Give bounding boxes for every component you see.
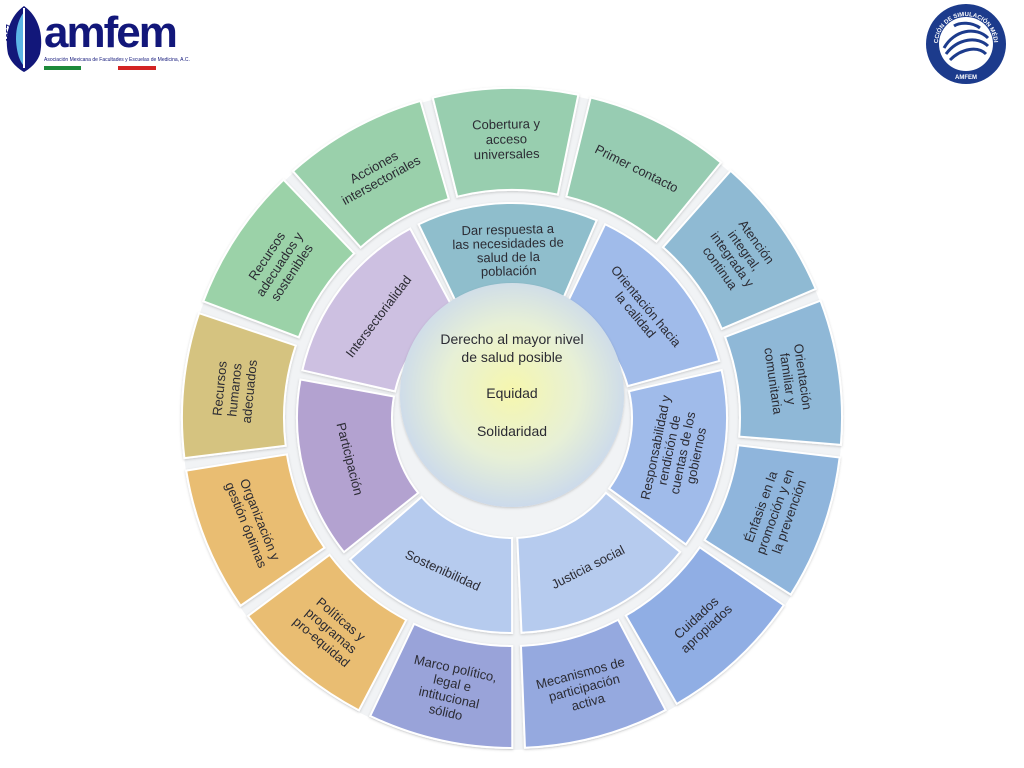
amfem-logo: 1957 amfem Asociación Mexicana de Facult… [2,2,190,74]
outer-label-6: Mecanismos departicipaciónactiva [534,654,634,721]
inner-label-2: Responsabilidad yrendición decuentas de … [638,393,715,509]
center-line-2: de salud posible [461,349,562,365]
outer-segment-10 [181,311,298,460]
center-texts: Derecho al mayor nivel de salud posible … [440,331,583,439]
seal-bottom-text: AMFEM [955,75,977,81]
outer-segment-5 [624,545,786,706]
inner-segment-4 [348,495,514,635]
center-circle [400,283,624,507]
outer-segment-1 [565,96,723,243]
outer-segment-12 [291,99,451,249]
outer-segment-11 [202,178,356,339]
outer-segment-8 [246,553,408,712]
center-line-solidarity: Solidaridad [477,423,547,439]
brand-tagline: Asociación Mexicana de Facultades y Escu… [44,57,190,63]
inner-ring: Dar respuesta alas necesidades desalud d… [296,202,728,635]
outer-segment-2 [661,169,818,331]
outer-segment-6 [519,618,667,749]
outer-segment-7 [368,622,514,750]
outer-segment-9 [185,453,326,608]
globe-icon [942,21,990,62]
simulation-section-logo: SECCIÓN DE SIMULACIÓN MÉDICA AMFEM [922,0,1008,86]
outer-segment-3 [723,299,843,446]
center-line-1: Derecho al mayor nivel [440,331,583,347]
outer-segment-4 [703,444,841,597]
amfem-emblem-icon [6,6,42,72]
inner-segment-2 [607,368,728,546]
center-line-equity: Equidad [486,385,537,401]
outer-label-10: Recursoshumanosadecuados [209,356,260,424]
outer-label-3: Orientaciónfamiliar ycomunitaria [761,342,815,416]
outer-segment-0 [431,87,580,198]
brand-name: amfem [44,8,178,57]
inner-segment-3 [516,491,682,634]
outer-label-0: Cobertura yaccesouniversales [472,116,541,162]
inner-segment-5 [296,378,420,554]
inner-label-0: Dar respuesta alas necesidades desalud d… [452,221,565,280]
flag-stripe [44,66,156,70]
